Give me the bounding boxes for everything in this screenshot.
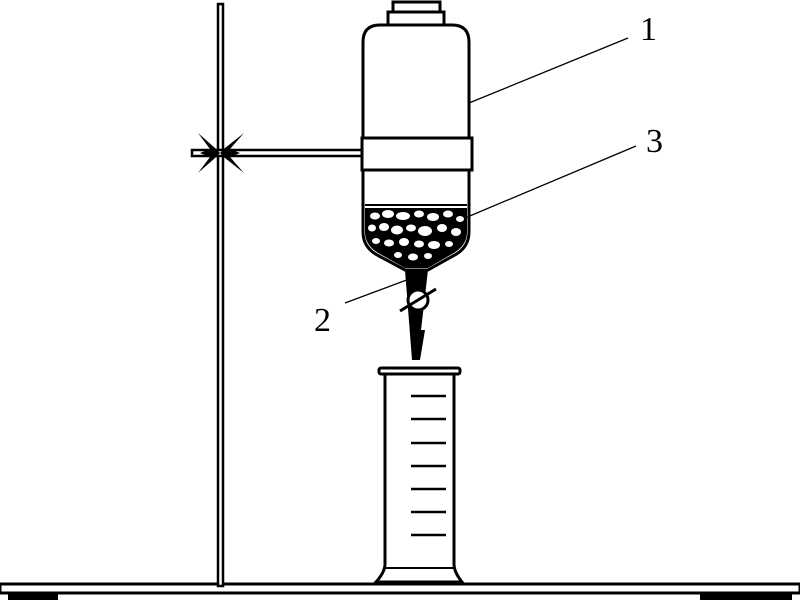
label-2: 2 <box>314 302 331 339</box>
graduation-marks <box>411 394 446 537</box>
stand-rod <box>216 2 225 588</box>
label-3: 3 <box>646 123 663 160</box>
leader-line-3 <box>464 145 637 219</box>
graduated-cylinder <box>372 366 466 584</box>
stand-base <box>0 582 800 600</box>
outlet-tube <box>405 270 428 360</box>
clamp-boss <box>198 133 244 173</box>
packing-material <box>365 208 467 268</box>
leader-line-1 <box>468 37 629 104</box>
leader-line-2 <box>344 277 413 304</box>
stopcock <box>399 287 437 313</box>
label-1: 1 <box>640 11 657 48</box>
